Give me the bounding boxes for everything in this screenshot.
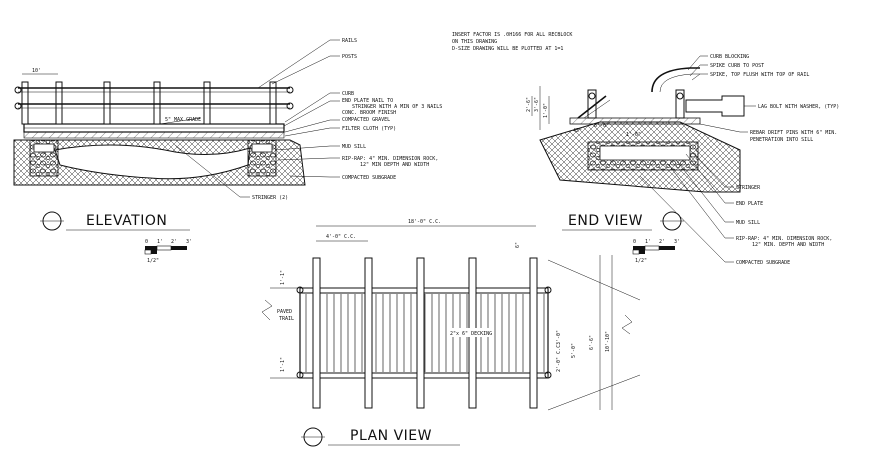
callout-end-plate: END PLATE NAIL TO (342, 98, 393, 104)
plan-dim-r5: 3'-0" (556, 330, 562, 345)
elevation-leaders (174, 39, 340, 198)
callout-end-stringer: STRINGER (736, 185, 761, 191)
svg-text:3': 3' (186, 239, 192, 245)
plan-dim-left-bot: 1'-1" (280, 357, 286, 372)
plan-dim-r1: 5'-0" (571, 343, 577, 358)
callout-filter: FILTER CLOTH (TYP) (342, 126, 396, 132)
callout-riprap: RIP-RAP: 4" MIN. DIMENSION ROCK, (342, 156, 438, 162)
callout-spike-curb: SPIKE CURB TO POST (710, 63, 764, 69)
end-dims: 3'-6" 1'-0" 2'-6" 6'-0" 1'-6" 45° (526, 86, 641, 138)
callout-rebar: REBAR DRIFT PINS WITH 6" MIN. (750, 130, 837, 136)
svg-text:2': 2' (659, 239, 665, 245)
mud-sill-left (33, 143, 55, 153)
svg-text:0: 0 (633, 239, 636, 245)
callout-curb-blocking: CURB BLOCKING (710, 54, 749, 60)
lag-bolt (685, 95, 745, 117)
plan-decking-label: 2"x 6" DECKING (450, 331, 492, 337)
end-deck (569, 117, 701, 125)
plan-dim-6in: 6" (515, 242, 521, 248)
plan-view: 18'-0" C.C. 4'-0" C.C. 6" PAVED TRAIL 1'… (261, 219, 641, 447)
plan-dim-r2: 6'-6" (589, 335, 595, 350)
svg-text:6'-0": 6'-0" (594, 123, 609, 129)
callout-lag-bolt: LAG BOLT WITH WASHER, (TYP) (758, 104, 839, 110)
svg-text:1'-6": 1'-6" (626, 132, 641, 138)
insert-notes: INSERT FACTOR IS .0H166 FOR ALL RECBLOCK… (452, 32, 572, 52)
callout-spike-top: SPIKE, TOP FLUSH WITH TOP OF RAIL (710, 72, 809, 78)
svg-text:45°: 45° (573, 128, 582, 134)
callout-rails: RAILS (342, 38, 357, 44)
callout-end-plate-ev: END PLATE (736, 201, 763, 207)
elevation-title: ELEVATION (86, 213, 167, 229)
end-scale-bar: 0 1' 2' 3' 1/2" (632, 239, 680, 264)
paved-trail-1: PAVED (277, 309, 292, 315)
svg-text:1/2": 1/2" (635, 258, 647, 264)
plan-dim-overall: 18'-0" C.C. (408, 219, 441, 225)
svg-text:3': 3' (674, 239, 680, 245)
plan-view-title: PLAN VIEW (350, 428, 432, 444)
callout-mud-sill: MUD SILL (342, 144, 366, 150)
callout-end-riprap: RIP-RAP: 4" MIN. DIMENSION ROCK, (736, 236, 832, 242)
callout-gravel: COMPACTED GRAVEL (342, 117, 390, 123)
elevation-posts (21, 81, 277, 125)
svg-text:0: 0 (145, 239, 148, 245)
svg-text:1': 1' (645, 239, 651, 245)
plan-dim-r3: 10'-10" (605, 331, 611, 352)
end-leaders (639, 55, 756, 263)
callout-end-subgrade: COMPACTED SUBGRADE (736, 260, 790, 266)
end-sill (599, 145, 691, 161)
callout-riprap-2: 12" MIN DEPTH AND WIDTH (360, 162, 429, 168)
svg-text:1': 1' (157, 239, 163, 245)
grade-note: 5" MAX GRADE (165, 117, 201, 123)
callout-rebar-2: PENETRATION INTO SILL (750, 137, 813, 143)
callout-posts: POSTS (342, 54, 357, 60)
note-line-2: ON THIS DRAWING (452, 39, 497, 45)
svg-text:1'-0": 1'-0" (543, 103, 549, 118)
callout-stringer: STRINGER (2) (252, 195, 288, 201)
callout-end-mud-sill: MUD SILL (736, 220, 760, 226)
note-line-1: INSERT FACTOR IS .0H166 FOR ALL RECBLOCK (452, 32, 572, 38)
elevation-rails (14, 86, 294, 110)
plan-dim-left-top: 1'-1" (280, 270, 286, 285)
callout-end-riprap-2: 12" MIN. DEPTH AND WIDTH (752, 242, 824, 248)
elevation-scale-bar: 0 1' 2' 3' 1/2" (144, 239, 192, 264)
callout-curb: CURB (342, 91, 354, 97)
end-post-right (675, 89, 685, 119)
svg-text:2': 2' (171, 239, 177, 245)
end-view-title: END VIEW (568, 213, 643, 229)
svg-text:3'-6": 3'-6" (534, 97, 540, 112)
svg-text:2'-6": 2'-6" (526, 97, 532, 112)
dim-10ft: 10' (32, 68, 41, 74)
svg-text:1/2": 1/2" (147, 258, 159, 264)
callout-end-plate-2: STRINGER WITH A MIN OF 3 NAILS (352, 104, 442, 110)
elevation-view: 5" MAX GRADE 10' RAILS POSTS CURB END PL… (13, 38, 442, 231)
end-view: 3'-6" 1'-0" 2'-6" 6'-0" 1'-6" 45° CURB B… (526, 54, 839, 266)
callout-subgrade: COMPACTED SUBGRADE (342, 175, 396, 181)
paved-trail-2: TRAIL (279, 316, 294, 322)
mud-sill-right (251, 143, 273, 153)
plan-dim-r4: 2'-0" C.C. (556, 342, 562, 372)
plan-dim-post: 4'-0" C.C. (326, 234, 356, 240)
note-line-3: D-SIZE DRAWING WILL BE PLOTTED AT 1=1 (452, 46, 563, 52)
callout-conc: CONC. BROOM FINISH (342, 110, 396, 116)
